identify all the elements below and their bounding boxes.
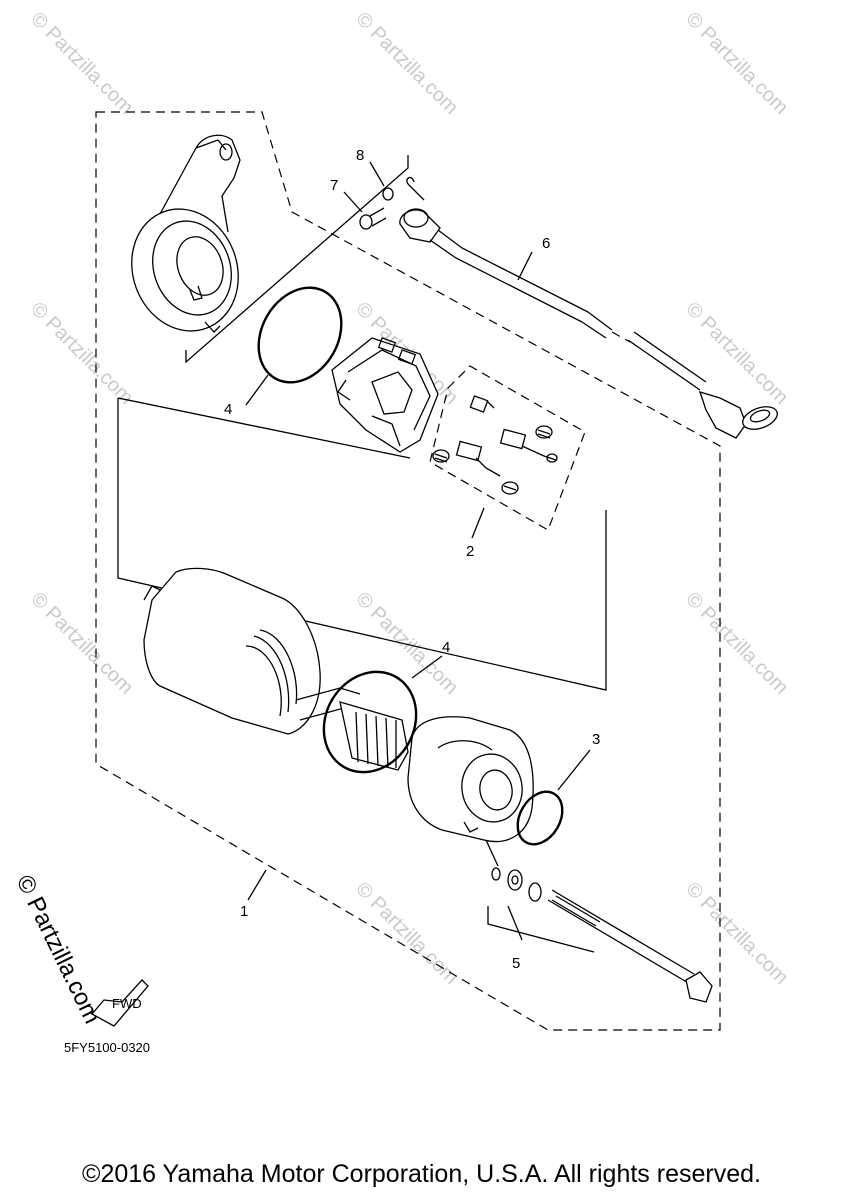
watermark: © Partzilla.com (26, 8, 137, 119)
callout-1: 1 (240, 903, 248, 920)
brush-holder (331, 337, 439, 453)
fwd-arrow-icon: FWD (90, 979, 149, 1027)
callout-2: 2 (466, 543, 474, 560)
lead-wire (399, 176, 778, 439)
copyright-notice: ©2016 Yamaha Motor Corporation, U.S.A. A… (82, 1160, 761, 1188)
callout-8: 8 (356, 147, 364, 164)
watermark: © Partzilla.com (681, 8, 792, 119)
callout-5: 5 (512, 955, 520, 972)
bolt-washer-set (485, 839, 713, 1003)
assembly-boundary (95, 111, 721, 1031)
callout-7: 7 (330, 177, 338, 194)
leader-1 (247, 869, 267, 901)
leader-2 (471, 507, 485, 539)
leader-4-lower (411, 655, 443, 679)
yoke-group-outline (117, 398, 607, 691)
watermark-layer: © Partzilla.com © Partzilla.com © Partzi… (26, 8, 792, 989)
rear-cover-group-outline (185, 155, 409, 364)
watermark: © Partzilla.com (681, 878, 792, 989)
rear-cover (131, 134, 241, 333)
yoke-armature (143, 567, 409, 771)
callout-3: 3 (592, 731, 600, 748)
watermark: © Partzilla.com (681, 588, 792, 699)
watermark: © Partzilla.com (681, 298, 792, 409)
leader-6 (517, 251, 533, 281)
leader-3 (557, 749, 591, 791)
brush-parts (432, 395, 558, 495)
fwd-label: FWD (112, 996, 142, 1011)
brush-holder-group (429, 365, 586, 531)
o-ring-upper (257, 286, 343, 384)
front-cover (407, 716, 534, 843)
callout-4-upper: 4 (224, 401, 232, 418)
o-ring-lower (322, 670, 418, 774)
watermark: © Partzilla.com (26, 298, 137, 409)
diagram-code: 5FY5100-0320 (64, 1040, 150, 1055)
leader-8 (369, 161, 385, 187)
watermark-large: © Partzilla.com (11, 871, 106, 1028)
watermark: © Partzilla.com (26, 588, 137, 699)
screw-washer (359, 187, 394, 230)
leader-4-upper (245, 374, 269, 406)
yoke-group-edge (117, 397, 411, 459)
leader-7 (343, 191, 363, 213)
o-ring-3 (516, 790, 564, 846)
watermark: © Partzilla.com (351, 8, 462, 119)
callout-6: 6 (542, 235, 550, 252)
watermark: © Partzilla.com (351, 878, 462, 989)
callout-4-lower: 4 (442, 639, 450, 656)
